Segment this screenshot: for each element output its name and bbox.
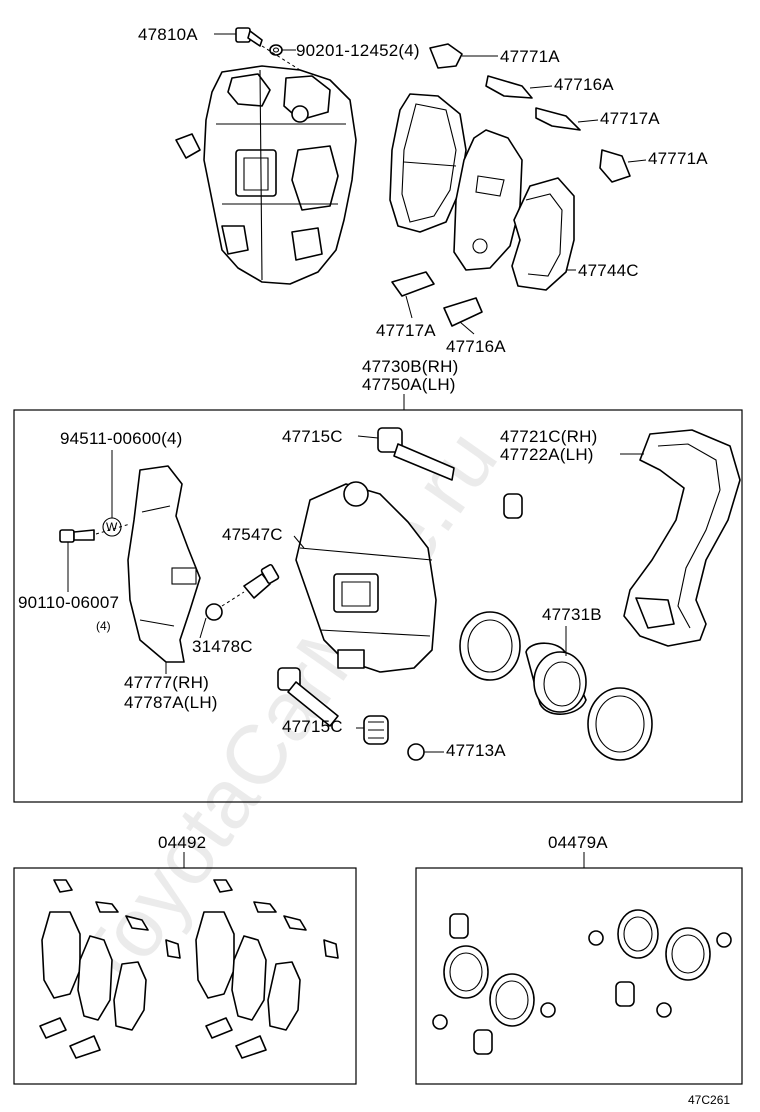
washer-w[interactable]: W [102, 517, 122, 537]
label-47744c: 47744C [578, 261, 639, 280]
pad-kit-parts[interactable] [39, 879, 339, 1059]
label-47716a-mid: 47716A [446, 337, 506, 356]
bleeder-cap-31478c[interactable] [205, 603, 223, 621]
anti-squeal-spring-47717a-mid[interactable] [391, 271, 435, 297]
diagram-code: 47C261 [688, 1093, 730, 1107]
label-47750a-lh: 47750A(LH) [362, 375, 456, 394]
slide-pin-47715c-bottom[interactable] [277, 667, 339, 727]
label-90201: 90201-12452(4) [296, 41, 420, 60]
label-47715c-top: 47715C [282, 427, 343, 446]
leader-47771a-right [627, 159, 647, 163]
slide-bush-small[interactable] [503, 493, 523, 519]
bolt-90110[interactable] [59, 529, 95, 543]
label-47717a-top: 47717A [600, 109, 660, 128]
label-47777-rh: 47777(RH) [124, 673, 209, 692]
piston-seal[interactable] [459, 611, 521, 681]
piston-47731b[interactable] [525, 642, 587, 715]
leader-47717a-top [577, 119, 599, 123]
disc-dust-cover-47777[interactable] [127, 465, 201, 663]
boot-47713a[interactable] [407, 743, 425, 761]
leader-47717a-mid [405, 295, 413, 319]
label-47771a-top: 47771A [500, 47, 560, 66]
label-47731b: 47731B [542, 605, 602, 624]
caliper-assembly-box [13, 409, 743, 803]
label-47810a: 47810A [138, 25, 198, 44]
seal-kit-parts[interactable] [432, 909, 732, 1055]
bolt-path-line [261, 45, 301, 71]
caliper-assembly-top[interactable] [175, 65, 357, 285]
pad-wear-indicator-47716a-top[interactable] [485, 75, 533, 99]
label-47716a-top: 47716A [554, 75, 614, 94]
anti-squeal-spring-47717a-top[interactable] [535, 107, 581, 131]
leader-31478c [199, 617, 207, 639]
washer-90201[interactable] [269, 44, 283, 56]
washer-w-mark: W [106, 520, 118, 534]
pad-support-plate-47771a-right[interactable] [599, 149, 631, 183]
bleeder-plug-47547c[interactable] [243, 564, 280, 599]
anti-squeal-shim-47744c[interactable] [511, 177, 575, 291]
cylinder-slide-bush[interactable] [363, 715, 389, 745]
slide-pin-47715c-top[interactable] [377, 427, 455, 481]
label-47730b-rh: 47730B(RH) [362, 357, 459, 376]
label-94511: 94511-00600(4) [60, 429, 183, 448]
label-47721c-rh: 47721C(RH) [500, 427, 597, 446]
pad-wear-indicator-47716a-mid[interactable] [443, 297, 483, 327]
label-47547c: 47547C [222, 525, 283, 544]
caliper-mounting-47721c[interactable] [623, 429, 741, 647]
label-47771a-right: 47771A [648, 149, 708, 168]
label-47715c-bottom: 47715C [282, 717, 343, 736]
label-47713a: 47713A [446, 741, 506, 760]
leader-47716a-top [529, 85, 553, 89]
cylinder-body[interactable] [295, 481, 437, 673]
label-90110: 90110-06007 [18, 593, 119, 612]
label-47787a-lh: 47787A(LH) [124, 693, 218, 712]
cylinder-boot-ring[interactable] [587, 687, 653, 761]
brake-pad-inner[interactable] [453, 129, 523, 271]
seal-kit-box [415, 867, 743, 1085]
label-31478c: 31478C [192, 637, 253, 656]
leader-47715c-top [357, 435, 379, 439]
label-04479a: 04479A [548, 833, 608, 852]
pad-kit-box [13, 867, 357, 1085]
brake-pad-outer[interactable] [389, 93, 467, 233]
bleeder-path-line [221, 591, 245, 607]
label-90110-qty: (4) [96, 619, 111, 633]
label-04492: 04492 [158, 833, 206, 852]
leader-47547c [293, 535, 305, 549]
label-47722a-lh: 47722A(LH) [500, 445, 594, 464]
pad-support-plate-47771a-top[interactable] [429, 43, 463, 69]
label-47717a-mid: 47717A [376, 321, 436, 340]
bolt-47810a[interactable] [235, 27, 263, 47]
leader-47716a-mid [459, 321, 475, 335]
